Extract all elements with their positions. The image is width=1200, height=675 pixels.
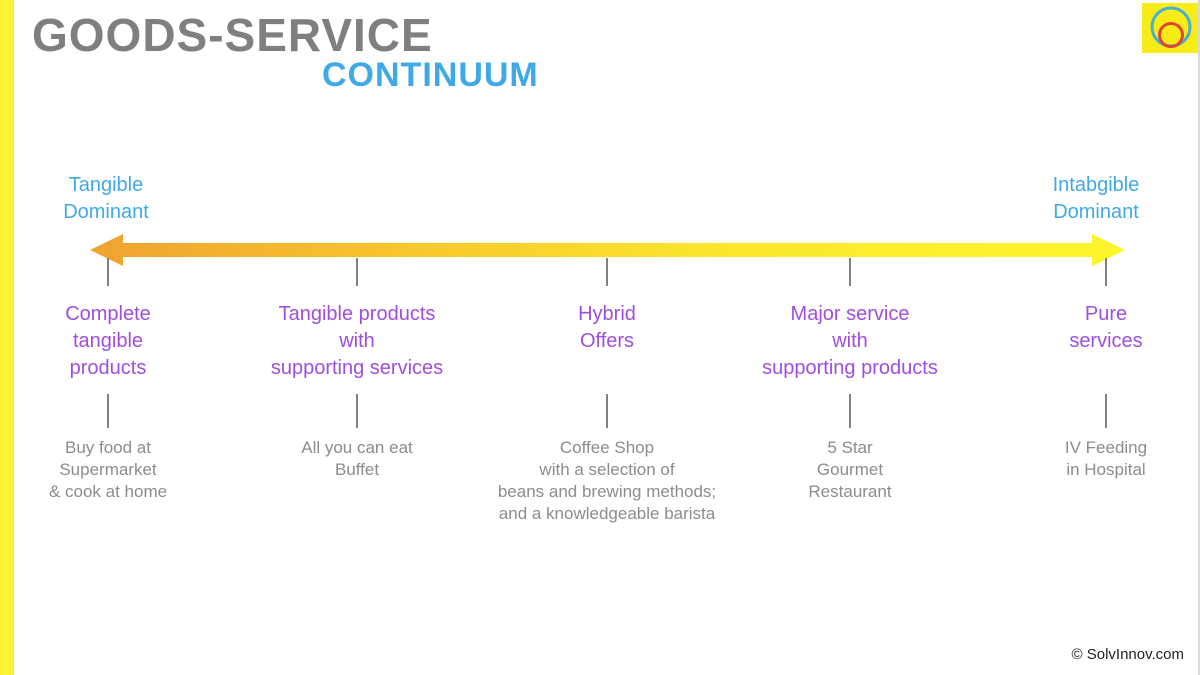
tick-mark (606, 258, 608, 286)
page-title: GOODS-SERVICE (32, 9, 433, 61)
endpoint-label-tangible: Tangible Dominant (63, 174, 149, 223)
column-label: Tangible products with supporting servic… (270, 303, 444, 379)
continuum-arrow (90, 234, 1125, 266)
column-label: Complete tangible products (65, 303, 151, 379)
column-description: Coffee Shop with a selection of beans an… (497, 438, 717, 523)
concentric-circles-icon (1150, 6, 1192, 48)
connector-line (849, 394, 851, 428)
connector-line (606, 394, 608, 428)
connector-line (1105, 394, 1107, 428)
column-label: Major service with supporting products (762, 303, 938, 379)
tick-mark (849, 258, 851, 286)
endpoint-label-intangible: Intabgible Dominant (1052, 174, 1140, 223)
column-description: IV Feeding in Hospital (1064, 438, 1148, 479)
solvinnov-logo (1142, 3, 1198, 53)
accent-stripe (0, 0, 14, 675)
column-description: 5 Star Gourmet Restaurant (808, 438, 892, 501)
connector-line (107, 394, 109, 428)
tick-mark (356, 258, 358, 286)
tick-mark (1105, 258, 1107, 286)
column-description: Buy food at Supermarket & cook at home (48, 438, 168, 501)
column-label: Pure services (1069, 303, 1143, 352)
connector-line (356, 394, 358, 428)
column-label: Hybrid Offers (578, 303, 636, 352)
tick-mark (107, 258, 109, 286)
copyright: © SolvInnov.com (1071, 646, 1185, 663)
column-description: All you can eat Buffet (301, 438, 413, 479)
page-subtitle: CONTINUUM (322, 56, 539, 94)
